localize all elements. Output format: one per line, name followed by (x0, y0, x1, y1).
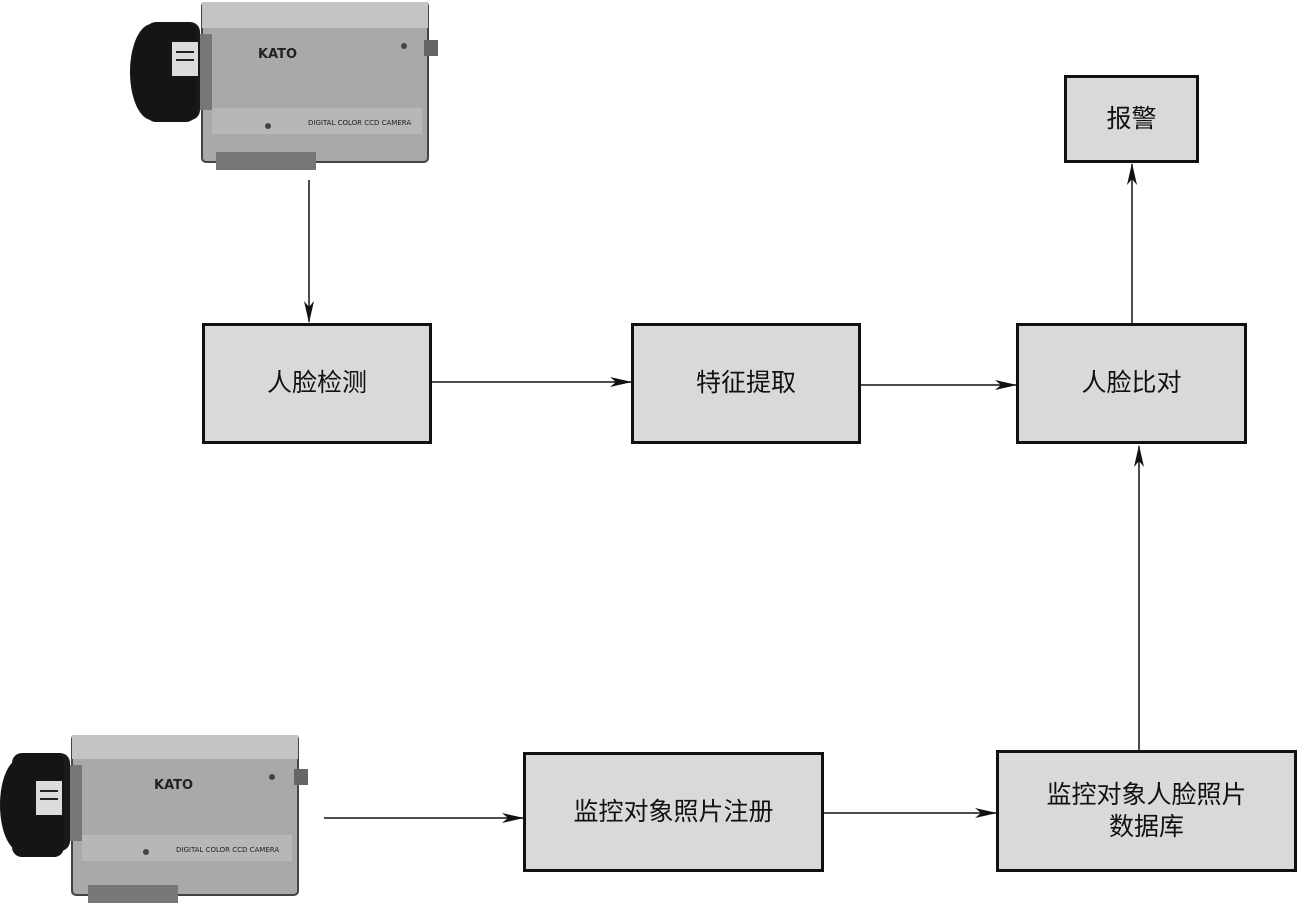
cctv-camera-icon: KATO DIGITAL COLOR CCD CAMERA (130, 2, 438, 170)
cctv-camera-icon: KATO DIGITAL COLOR CCD CAMERA (0, 735, 308, 903)
face-comparison-label: 人脸比对 (1081, 368, 1182, 398)
feature-extraction-label: 特征提取 (695, 368, 796, 398)
photo-registration-label: 监控对象照片注册 (573, 796, 774, 826)
photo-database-box: 监控对象人脸照片 数据库 (996, 750, 1297, 872)
photo-registration-box: 监控对象照片注册 (523, 752, 824, 872)
camera-brand-label: KATO (154, 778, 193, 793)
photo-database-label-line2: 数据库 (1108, 812, 1184, 841)
face-comparison-box: 人脸比对 (1016, 323, 1247, 444)
camera-brand-label: KATO (258, 47, 297, 62)
camera-model-label: DIGITAL COLOR CCD CAMERA (308, 119, 411, 127)
feature-extraction-box: 特征提取 (631, 323, 861, 444)
alarm-box: 报警 (1064, 75, 1199, 163)
photo-database-label-line1: 监控对象人脸照片 (1046, 779, 1247, 809)
face-detection-label: 人脸检测 (266, 368, 367, 398)
alarm-label: 报警 (1106, 103, 1157, 133)
face-detection-box: 人脸检测 (202, 323, 432, 444)
camera-model-label: DIGITAL COLOR CCD CAMERA (176, 846, 279, 854)
